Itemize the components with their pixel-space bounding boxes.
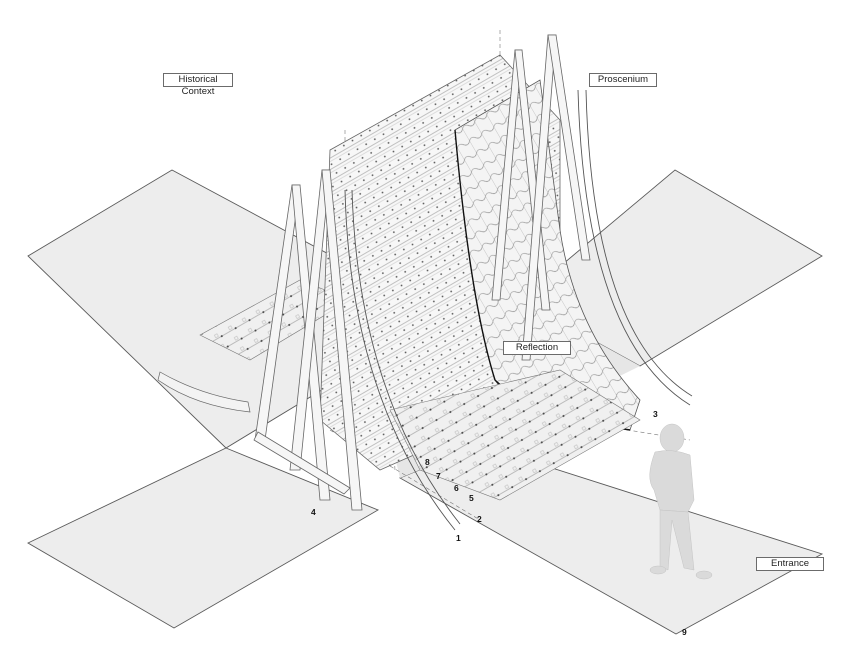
floor-deck: [389, 369, 641, 501]
callout-1: 1: [456, 533, 461, 543]
callout-8: 8: [425, 457, 430, 467]
callout-9: 9: [682, 627, 687, 637]
callout-7: 7: [436, 471, 441, 481]
callout-5: 5: [469, 493, 474, 503]
label-reflection: Reflection: [503, 341, 571, 355]
curved-ribs: [344, 89, 693, 531]
human-figure: [649, 423, 713, 580]
callout-2: 2: [477, 514, 482, 524]
label-historical-context: Historical Context: [163, 73, 233, 97]
a-frame-left-2b: [321, 169, 363, 511]
label-proscenium: Proscenium: [589, 73, 657, 87]
base-beam: [253, 431, 351, 495]
callout-6: 6: [454, 483, 459, 493]
a-frame-right-2b: [547, 34, 591, 261]
callout-4: 4: [311, 507, 316, 517]
label-entrance: Entrance: [756, 557, 824, 571]
a-frames: [253, 34, 591, 511]
callout-3: 3: [653, 409, 658, 419]
